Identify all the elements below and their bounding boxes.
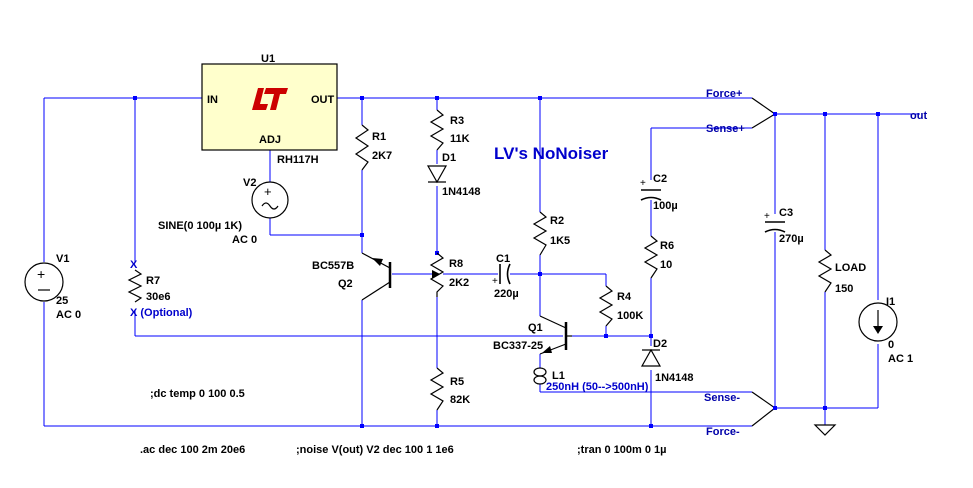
resistor-r4: R4 100K bbox=[598, 285, 643, 327]
r7-note: X (Optional) bbox=[130, 307, 193, 319]
net-force-plus: Force+ bbox=[706, 88, 742, 100]
regulator-body bbox=[201, 63, 338, 151]
resistor-load: LOAD 150 bbox=[817, 249, 866, 295]
c1-ref: C1 bbox=[496, 253, 510, 265]
regulator-out-label: OUT bbox=[311, 94, 335, 106]
regulator-u1: U1 IN OUT ADJ RH117H bbox=[201, 53, 338, 166]
regulator-ref: U1 bbox=[261, 53, 275, 65]
r6-value: 10 bbox=[660, 259, 672, 271]
r7-value: 30e6 bbox=[146, 291, 170, 303]
net-out: out bbox=[910, 110, 927, 122]
r7-x-marker-top: X bbox=[130, 259, 138, 271]
svg-text:+: + bbox=[640, 178, 646, 189]
svg-text:+: + bbox=[37, 266, 45, 282]
diode-d1: D1 1N4148 bbox=[426, 152, 481, 198]
r3-ref: R3 bbox=[450, 115, 464, 127]
net-force-minus: Force- bbox=[706, 426, 740, 438]
v2-value: SINE(0 100µ 1K) bbox=[158, 220, 242, 232]
net-sense-minus: Sense- bbox=[704, 392, 740, 404]
l1-ref: L1 bbox=[552, 370, 565, 382]
d1-ref: D1 bbox=[442, 152, 456, 164]
d2-value: 1N4148 bbox=[655, 372, 694, 384]
c2-value: 100µ bbox=[653, 200, 678, 212]
resistor-r2: R2 1K5 bbox=[532, 211, 570, 256]
r1-ref: R1 bbox=[372, 131, 386, 143]
resistor-r5: R5 82K bbox=[429, 367, 470, 411]
i1-ac: AC 1 bbox=[888, 353, 913, 365]
r5-value: 82K bbox=[450, 394, 470, 406]
q2-ref: Q2 bbox=[338, 278, 353, 290]
c2-ref: C2 bbox=[653, 173, 667, 185]
source-v2: + V2 SINE(0 100µ 1K) AC 0 bbox=[158, 177, 289, 246]
r5-ref: R5 bbox=[450, 376, 464, 388]
resistor-r6: R6 10 bbox=[643, 235, 674, 279]
l1-value: 250nH (50-->500nH) bbox=[546, 381, 649, 393]
load-ref: LOAD bbox=[835, 262, 866, 274]
r8-ref: R8 bbox=[449, 258, 463, 270]
r1-value: 2K7 bbox=[372, 150, 392, 162]
r8-value: 2K2 bbox=[449, 277, 469, 289]
net-sense-plus: Sense+ bbox=[706, 123, 745, 135]
i1-ref: I1 bbox=[886, 296, 895, 308]
linear-tech-logo-icon bbox=[252, 88, 288, 110]
directive-tran: ;tran 0 100m 0 1µ bbox=[577, 444, 667, 456]
wires bbox=[43, 97, 920, 427]
c1-value: 220µ bbox=[494, 288, 519, 300]
r3-value: 11K bbox=[450, 133, 470, 145]
v1-ac: AC 0 bbox=[56, 309, 81, 321]
r6-ref: R6 bbox=[660, 240, 674, 252]
diode-d2: D2 1N4148 bbox=[640, 338, 694, 384]
ground-icon bbox=[813, 424, 837, 436]
v2-ref: V2 bbox=[243, 177, 256, 189]
r2-ref: R2 bbox=[550, 215, 564, 227]
r7-ref: R7 bbox=[146, 275, 160, 287]
d1-value: 1N4148 bbox=[442, 186, 481, 198]
capacitor-c2: + C2 100µ bbox=[640, 173, 678, 212]
i1-value: 0 bbox=[888, 339, 894, 351]
svg-text:+: + bbox=[264, 184, 272, 199]
potentiometer-r8: R8 2K2 bbox=[429, 252, 469, 297]
transistor-q1: Q1 BC337-25 bbox=[493, 315, 572, 355]
capacitor-c3: + C3 270µ bbox=[764, 207, 804, 245]
svg-text:+: + bbox=[492, 276, 498, 287]
c3-value: 270µ bbox=[779, 233, 804, 245]
resistor-r7: X R7 30e6 X (Optional) bbox=[127, 259, 193, 319]
q1-ref: Q1 bbox=[528, 322, 543, 334]
v2-ac: AC 0 bbox=[232, 234, 257, 246]
schematic-title: LV's NoNoiser bbox=[494, 144, 609, 163]
resistor-r3: R3 11K bbox=[429, 109, 470, 151]
directive-dc: ;dc temp 0 100 0.5 bbox=[150, 388, 245, 400]
load-value: 150 bbox=[835, 283, 853, 295]
regulator-part: RH117H bbox=[277, 154, 319, 166]
inductor-l1: L1 250nH (50-->500nH) bbox=[533, 367, 649, 393]
c3-ref: C3 bbox=[779, 207, 793, 219]
r2-value: 1K5 bbox=[550, 235, 570, 247]
svg-text:+: + bbox=[764, 211, 770, 222]
source-i1: I1 0 AC 1 bbox=[858, 296, 913, 365]
v1-ref: V1 bbox=[56, 253, 69, 265]
q2-value: BC557B bbox=[312, 260, 354, 272]
v1-value: 25 bbox=[56, 295, 68, 307]
source-v1: + V1 25 AC 0 bbox=[24, 253, 81, 321]
regulator-adj-label: ADJ bbox=[259, 134, 281, 146]
capacitor-c1: C1 + 220µ bbox=[492, 253, 519, 300]
directive-noise: ;noise V(out) V2 dec 100 1 1e6 bbox=[296, 444, 454, 456]
q1-value: BC337-25 bbox=[493, 340, 543, 352]
r4-ref: R4 bbox=[617, 291, 632, 303]
kelvin-connectors bbox=[751, 97, 777, 427]
transistor-q2: BC557B Q2 bbox=[312, 252, 392, 301]
r4-value: 100K bbox=[617, 310, 643, 322]
regulator-in-label: IN bbox=[207, 94, 218, 106]
directive-ac: .ac dec 100 2m 20e6 bbox=[140, 444, 245, 456]
d2-ref: D2 bbox=[653, 338, 667, 350]
resistor-r1: R1 2K7 bbox=[354, 124, 392, 171]
